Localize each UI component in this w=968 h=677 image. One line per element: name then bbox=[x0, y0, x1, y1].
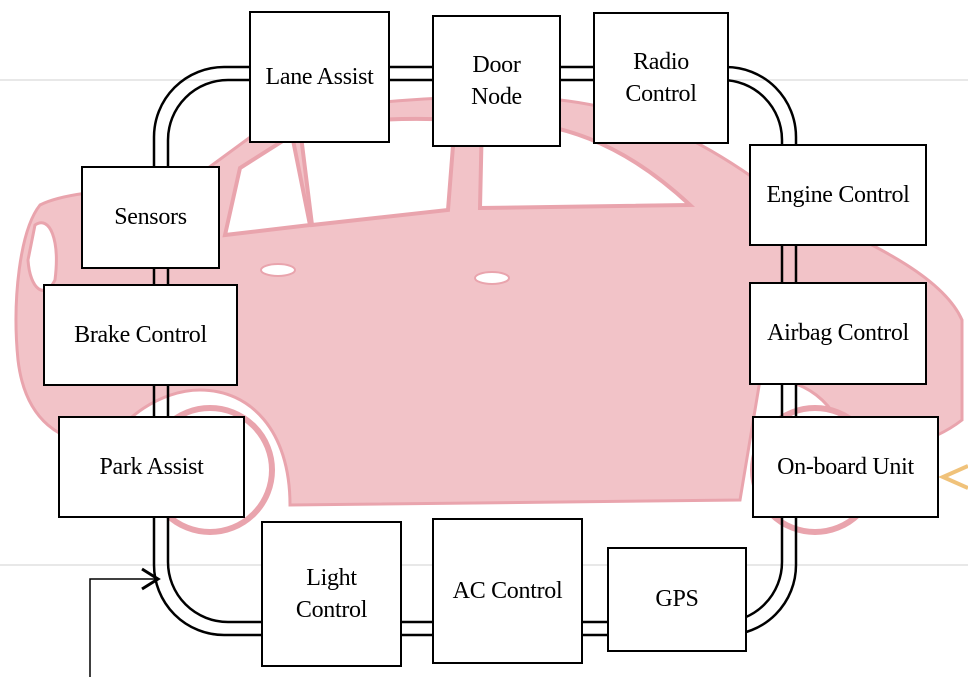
door-node: Door Node bbox=[432, 15, 561, 147]
lane-assist-node: Lane Assist bbox=[249, 11, 390, 143]
rear-door-handle bbox=[261, 264, 295, 276]
light-control-node: Light Control bbox=[261, 521, 402, 667]
tail-light bbox=[28, 223, 56, 291]
input-arrow bbox=[90, 569, 158, 677]
ac-control-node: AC Control bbox=[432, 518, 583, 664]
park-assist-node: Park Assist bbox=[58, 416, 245, 518]
sensors-node: Sensors bbox=[81, 166, 220, 269]
front-door-handle bbox=[475, 272, 509, 284]
gps-node: GPS bbox=[607, 547, 747, 652]
onboard-unit-node: On-board Unit bbox=[752, 416, 939, 518]
radio-control-node: Radio Control bbox=[593, 12, 729, 144]
airbag-control-node: Airbag Control bbox=[749, 282, 927, 385]
brake-control-node: Brake Control bbox=[43, 284, 238, 386]
input-arrow-line bbox=[90, 579, 158, 677]
pointer-arrow bbox=[943, 466, 968, 488]
engine-control-node: Engine Control bbox=[749, 144, 927, 246]
